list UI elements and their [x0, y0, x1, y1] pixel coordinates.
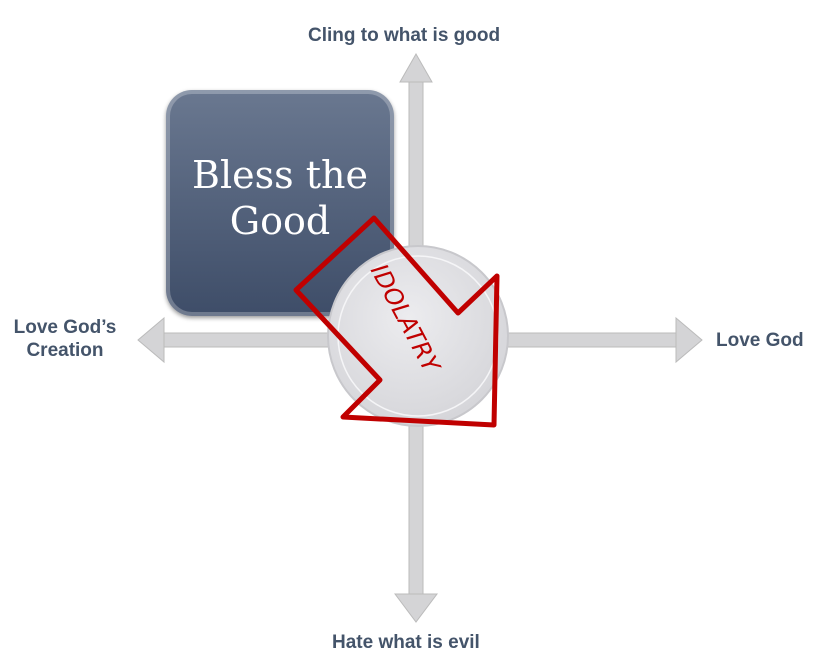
center-circle [327, 245, 509, 427]
box-label: Bless the Good [192, 153, 368, 243]
axis-label-bottom: Hate what is evil [332, 632, 480, 653]
axis-label-right: Love God [716, 330, 804, 351]
axis-label-left: Love God’s Creation [13, 317, 117, 361]
down-right-arrow-icon [293, 215, 500, 428]
axis-label-top: Cling to what is good [308, 25, 501, 46]
